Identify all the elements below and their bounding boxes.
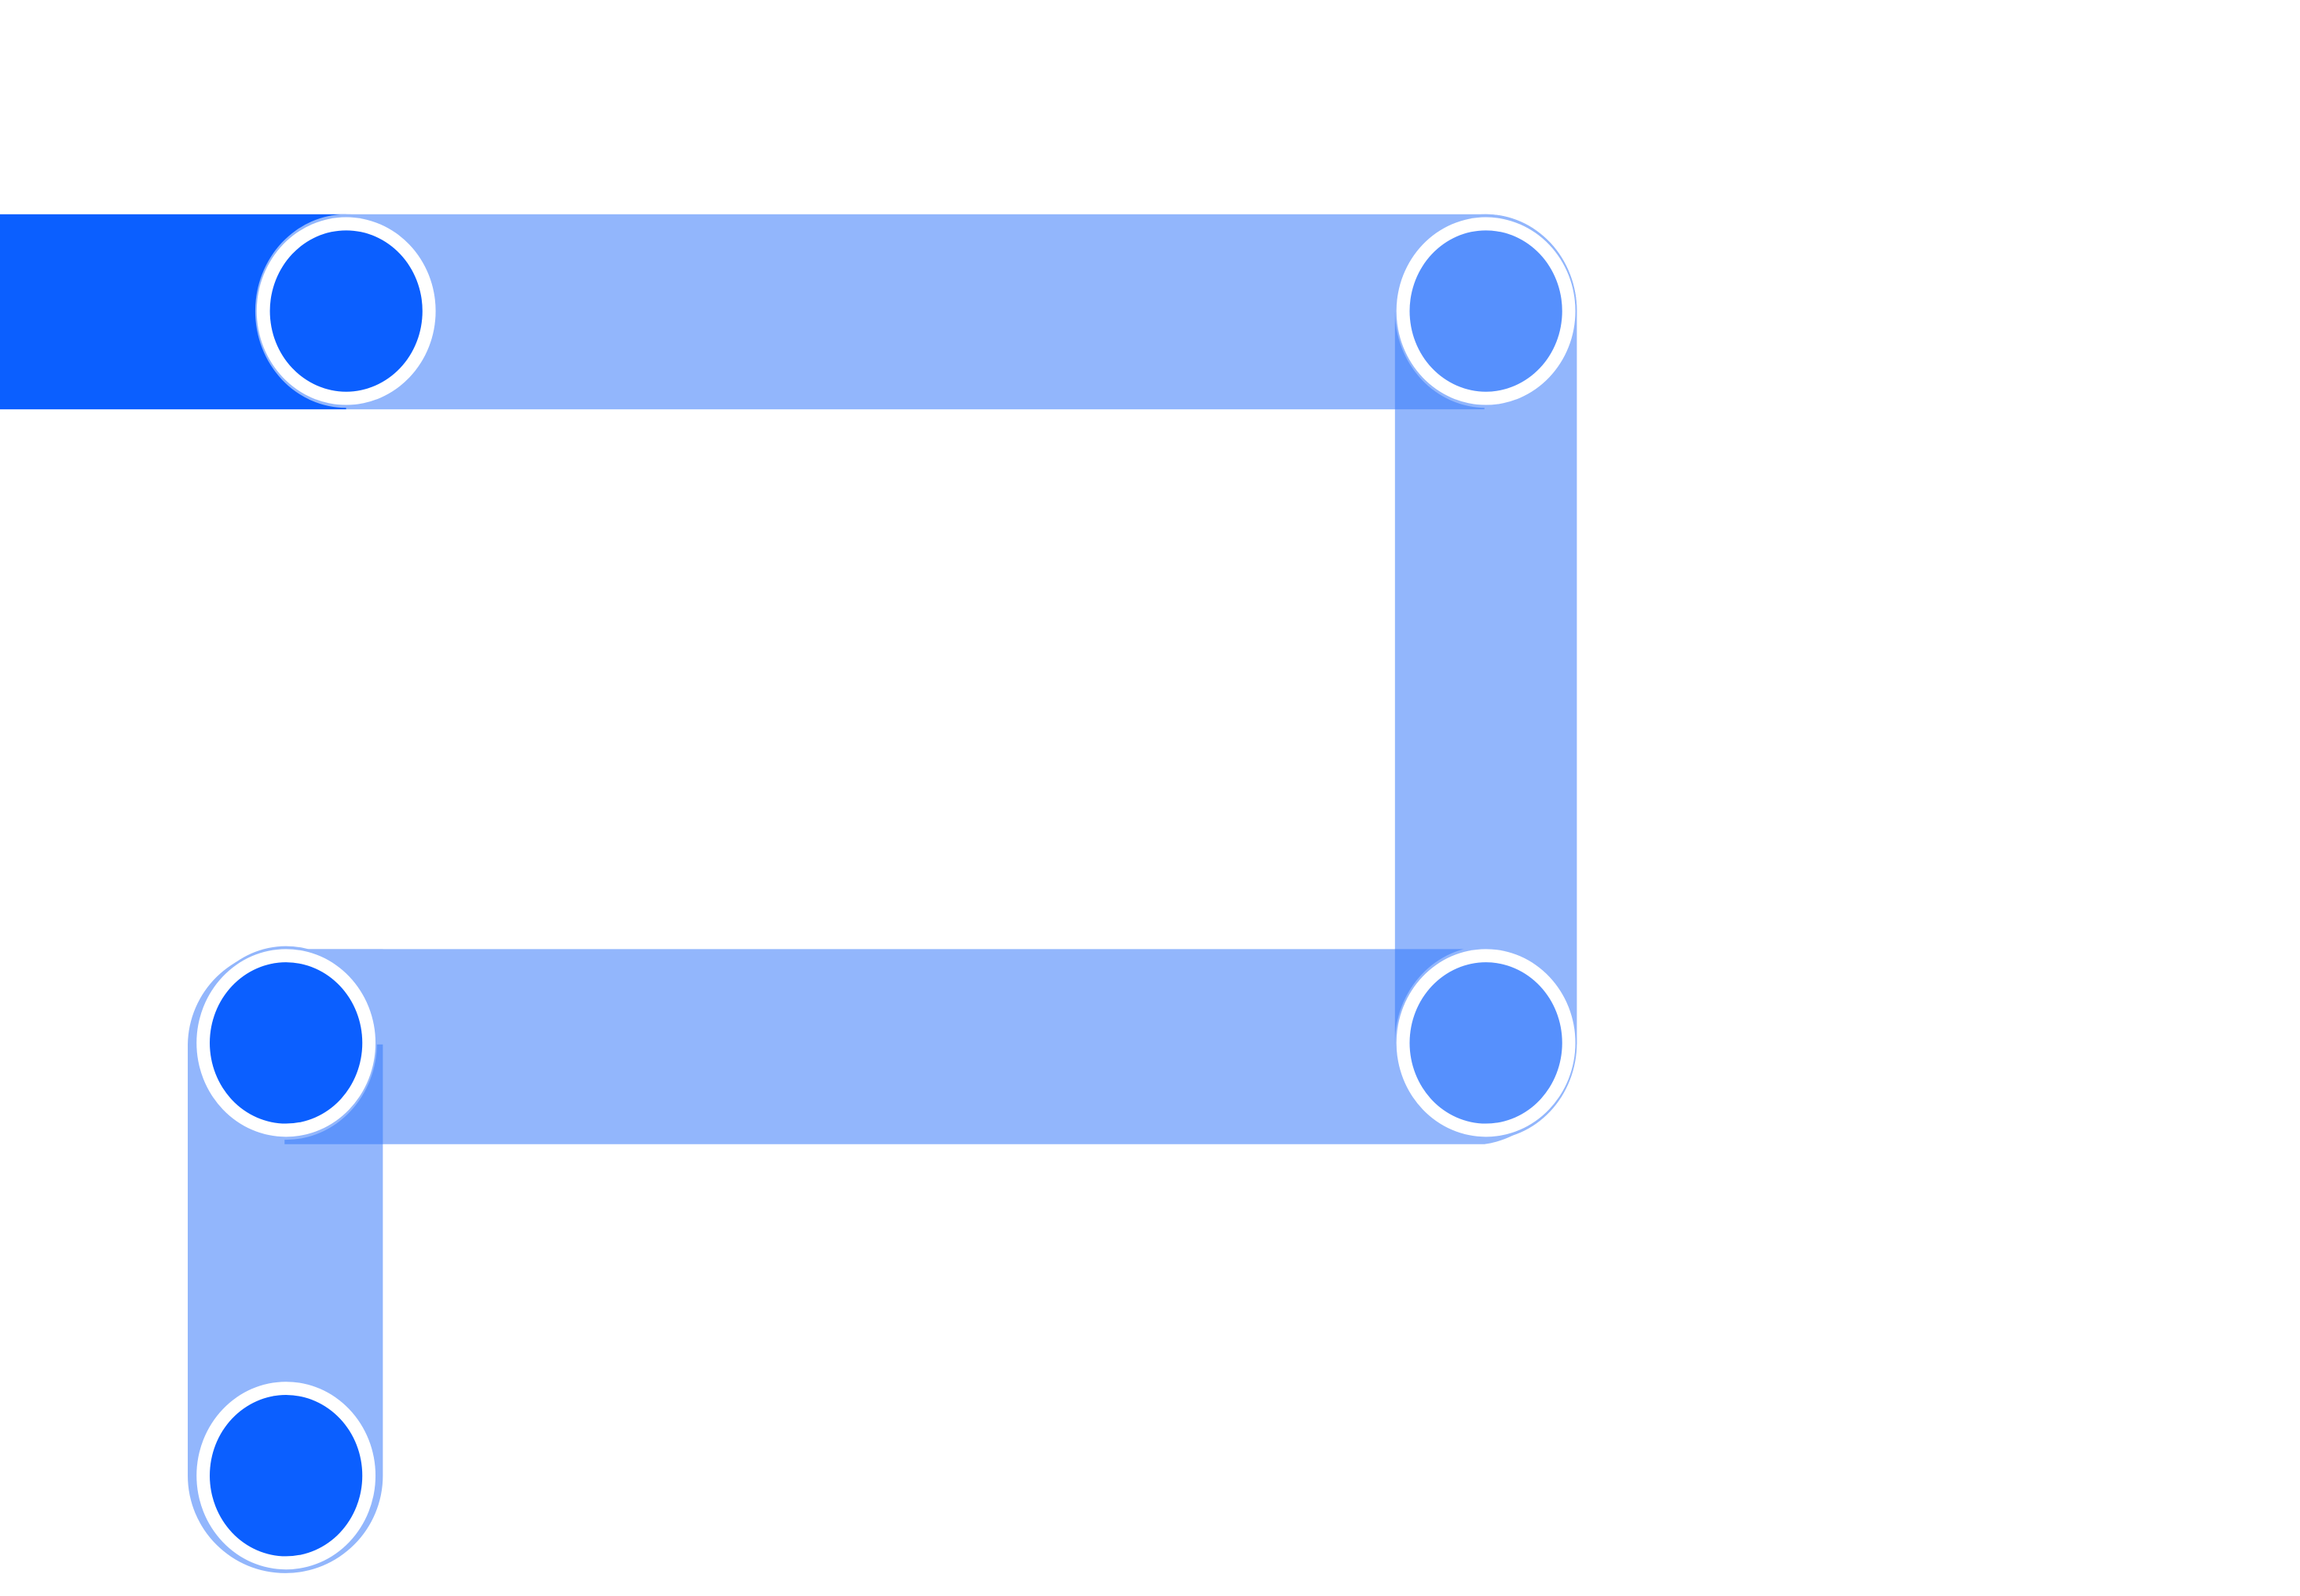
node-middle-left-marker [195, 946, 377, 1140]
node-bottom-left-dot [210, 1395, 363, 1557]
path-nodes [195, 214, 1577, 1572]
segment-right-band [1394, 214, 1577, 1045]
node-bottom-left-marker [195, 1378, 377, 1572]
node-top-right-dot [1409, 230, 1562, 392]
segment-top-band [346, 214, 1485, 410]
node-middle-right-marker [1394, 946, 1577, 1140]
node-top-left-dot [269, 230, 423, 392]
node-middle-right-dot [1409, 962, 1562, 1124]
segment-middle-band [286, 949, 1566, 1144]
node-middle-left-dot [210, 962, 363, 1124]
node-top-right-marker [1394, 214, 1577, 408]
node-top-left-marker [255, 214, 438, 408]
connector-bands [188, 214, 1577, 1573]
